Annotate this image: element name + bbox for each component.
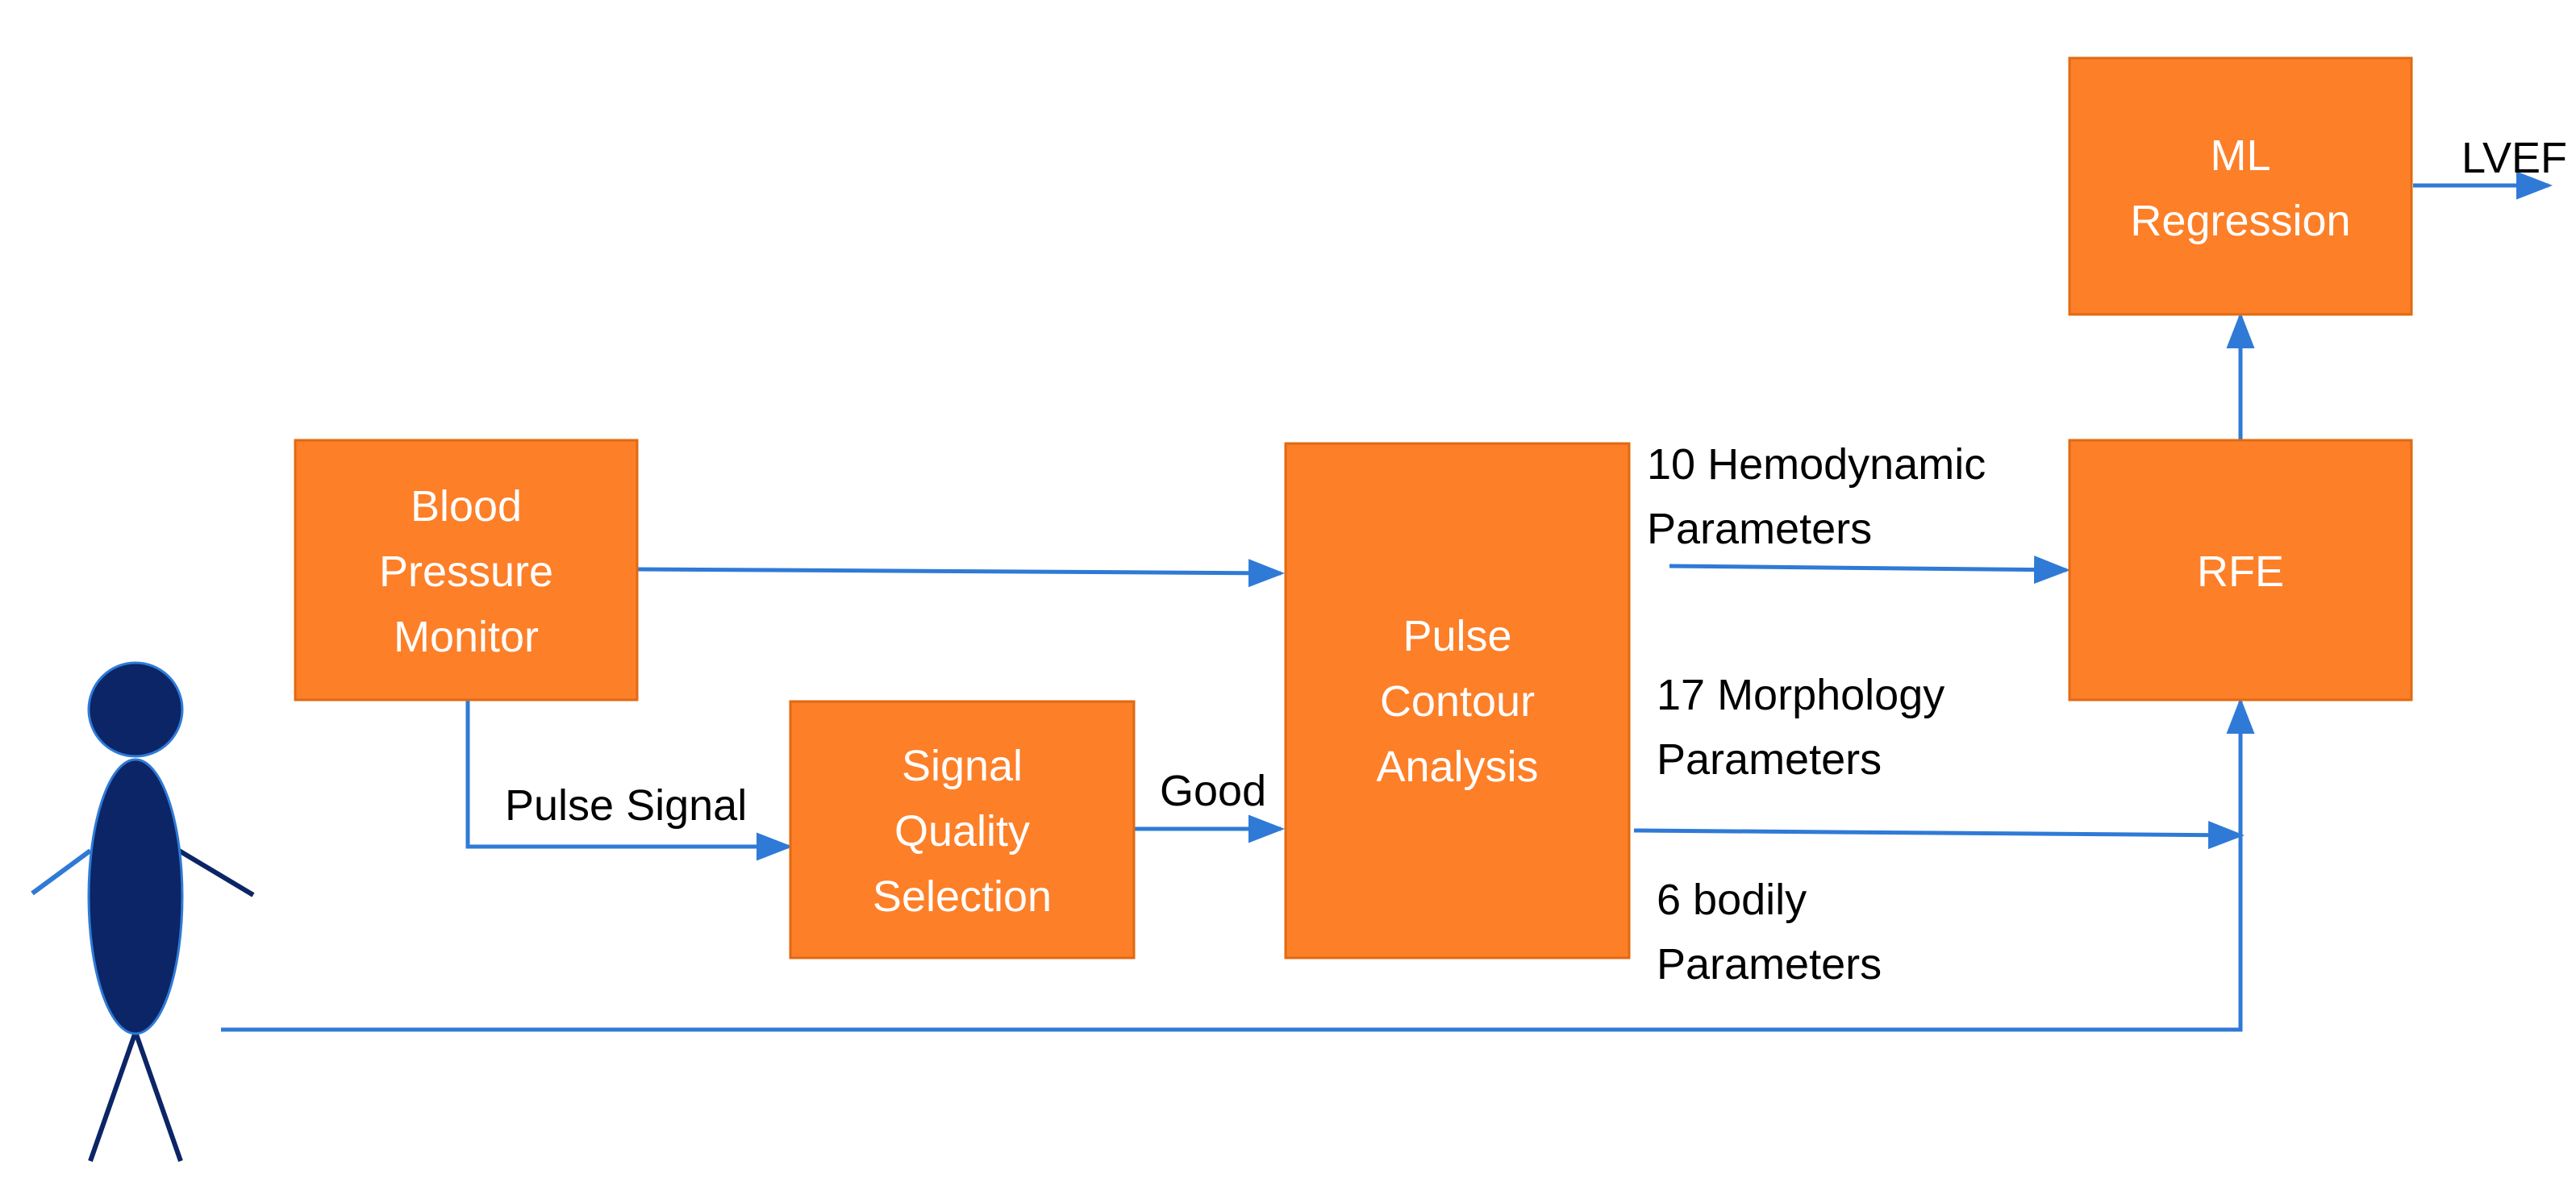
- pulse-contour-analysis-box: Pulse Contour Analysis: [1284, 442, 1631, 959]
- person-right-arm: [177, 848, 255, 897]
- arrow-bp-to-contour: [636, 559, 1285, 588]
- box-label-line: Blood: [411, 482, 522, 531]
- edge-label-hemodynamic: 10 Hemodynamic: [1647, 440, 1986, 489]
- person-body: [87, 758, 184, 1035]
- output-label-lvef: LVEF: [2461, 134, 2567, 182]
- box-label-line: Regression: [2130, 197, 2350, 245]
- connectors: [221, 171, 2553, 1032]
- box-label-line: Contour: [1380, 677, 1535, 726]
- box-label-line: Signal: [902, 742, 1023, 790]
- rfe-box: RFE: [2068, 439, 2413, 701]
- box-label-line: Pulse: [1403, 612, 1511, 660]
- box-label-line: RFE: [2197, 547, 2284, 596]
- edge-label-hemodynamic: Parameters: [1647, 505, 1872, 553]
- person-icon: [31, 661, 255, 1162]
- blood-pressure-monitor-box: Blood Pressure Monitor: [294, 439, 639, 701]
- person-head: [87, 661, 184, 758]
- person-left-leg: [88, 1031, 138, 1162]
- arrow-bodily-to-rfe: [221, 697, 2255, 1032]
- edge-label-pulse-signal: Pulse Signal: [505, 781, 747, 830]
- edge-label-morphology: 17 Morphology: [1657, 671, 1945, 719]
- arrow-hemodynamic-to-rfe: [1669, 556, 2070, 585]
- box-label-line: Analysis: [1376, 743, 1538, 791]
- box-label-line: Quality: [894, 807, 1030, 855]
- signal-quality-selection-box: Signal Quality Selection: [789, 700, 1136, 959]
- edge-label-bodily: Parameters: [1657, 940, 1882, 989]
- arrow-morphology-to-rfe: [1633, 821, 2245, 850]
- box-label-line: Monitor: [394, 613, 539, 661]
- box-label-line: ML: [2210, 131, 2270, 180]
- edge-label-bodily: 6 bodily: [1657, 876, 1807, 924]
- person-right-leg: [133, 1031, 183, 1162]
- box-label-line: Pressure: [379, 547, 553, 596]
- edge-label-morphology: Parameters: [1657, 735, 1882, 784]
- ml-regression-box: ML Regression: [2068, 56, 2413, 316]
- box-label-line: Selection: [873, 872, 1052, 921]
- person-left-arm: [31, 848, 92, 896]
- arrow-bp-to-quality: [465, 700, 793, 861]
- edge-label-good: Good: [1160, 767, 1266, 815]
